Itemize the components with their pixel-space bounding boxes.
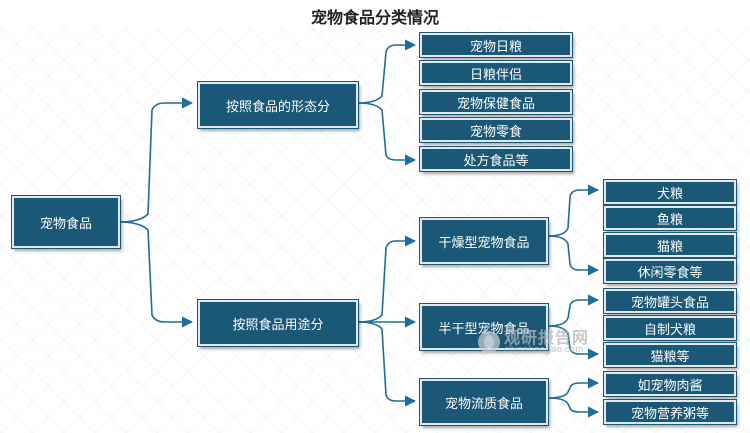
watermark: 观研报告网 chinabaogao.com: [478, 325, 608, 359]
liquid-item: 宠物营养粥等: [603, 399, 737, 425]
watermark-name: 观研报告网: [504, 327, 590, 347]
watermark-url: chinabaogao.com: [504, 344, 584, 355]
form-item: 宠物日粮: [419, 32, 573, 58]
form-item: 处方食品等: [419, 146, 573, 172]
dry-item: 鱼粮: [603, 205, 737, 231]
category-by-form: 按照食品的形态分: [197, 81, 359, 129]
dry-item: 猫粮: [603, 232, 737, 258]
form-item: 宠物保健食品: [419, 89, 573, 115]
form-item: 日粮伴侣: [419, 60, 573, 86]
form-item: 宠物零食: [419, 117, 573, 143]
root-node: 宠物食品: [11, 195, 121, 249]
group-liquid-food: 宠物流质食品: [419, 378, 549, 426]
group-dry-food: 干燥型宠物食品: [419, 217, 549, 265]
semi-dry-item: 猫粮等: [603, 342, 737, 368]
category-by-use: 按照食品用途分: [197, 299, 359, 347]
semi-dry-item: 宠物罐头食品: [603, 288, 737, 314]
semi-dry-item: 自制犬粮: [603, 315, 737, 341]
dry-item: 犬粮: [603, 179, 737, 205]
liquid-item: 如宠物肉酱: [603, 371, 737, 397]
diagram-title: 宠物食品分类情况: [310, 8, 439, 27]
watermark-logo-icon: [478, 331, 500, 353]
dry-item: 休闲零食等: [603, 258, 737, 284]
